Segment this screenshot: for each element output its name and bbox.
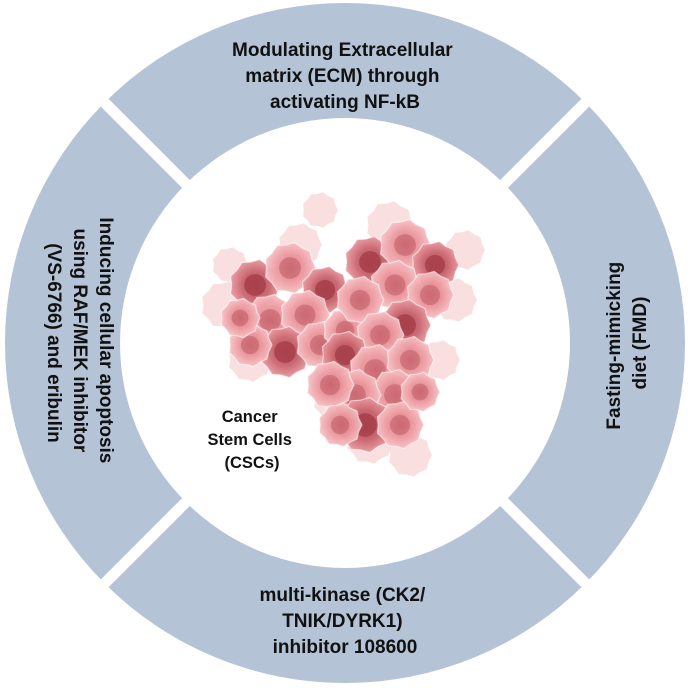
cancer-cell-nucleus	[231, 309, 249, 327]
segment-left-line: Inducing cellular apoptosis	[95, 217, 116, 463]
cancer-cell-nucleus	[369, 324, 391, 346]
segment-top-line: activating NF-kB	[270, 92, 420, 113]
cancer-cell-nucleus	[294, 304, 316, 326]
segment-left-line: (VS-6766) and eribulin	[43, 243, 64, 443]
segment-left-line: using RAF/MEK inhibitor	[69, 228, 90, 452]
segment-top-label: Modulating Extracellular matrix (ECM) th…	[232, 40, 458, 113]
segment-left-label: Inducing cellular apoptosis using RAF/ME…	[43, 217, 116, 468]
cancer-cell-nucleus	[399, 349, 421, 371]
cancer-cell-nucleus	[419, 284, 441, 306]
cancer-cell-nucleus	[384, 274, 406, 296]
cancer-cell-nucleus	[259, 309, 281, 331]
cancer-cell-nucleus	[244, 274, 266, 296]
cancer-cell-nucleus	[389, 414, 411, 436]
center-label: Cancer Stem Cells (CSCs)	[208, 408, 297, 472]
segment-bottom-label: multi-kinase (CK2/ TNIK/DYRK1) inhibitor…	[259, 585, 430, 658]
segment-right-line: Fasting-mimicking	[604, 262, 625, 430]
cancer-cell-nucleus	[319, 374, 341, 396]
cancer-cell-cluster-icon	[202, 192, 485, 477]
cancer-cell-nucleus	[314, 279, 336, 301]
cancer-cell-nucleus	[424, 254, 446, 276]
cancer-cell-nucleus	[394, 234, 416, 256]
cancer-cell-nucleus	[279, 257, 301, 279]
center-label-line: (CSCs)	[224, 454, 279, 472]
segment-dividers	[66, 64, 624, 622]
segment-top-line: Modulating Extracellular	[232, 40, 453, 61]
cancer-cell-nucleus	[334, 344, 356, 366]
segment-right-label: Fasting-mimicking diet (FMD)	[604, 256, 651, 429]
cancer-cell	[421, 340, 460, 380]
cancer-cell-nucleus	[349, 289, 371, 311]
cancer-cell-nucleus	[274, 341, 296, 363]
cancer-cell	[303, 192, 338, 228]
segment-top-line: matrix (ECM) through	[245, 66, 439, 87]
segment-bottom-line: TNIK/DYRK1)	[282, 611, 402, 632]
cancer-cell-nucleus	[240, 335, 260, 355]
segment-right-line: diet (FMD)	[630, 297, 651, 390]
cancer-cell-nucleus	[411, 383, 429, 401]
segment-bottom-line: multi-kinase (CK2/	[259, 585, 425, 606]
center-label-line: Stem Cells	[208, 431, 292, 449]
cancer-cell-nucleus	[330, 415, 350, 435]
cancer-cell-nucleus	[384, 384, 406, 406]
center-label-line: Cancer	[222, 408, 279, 426]
cancer-cell-nucleus	[359, 251, 381, 273]
segment-bottom-line: inhibitor 108600	[273, 637, 418, 658]
